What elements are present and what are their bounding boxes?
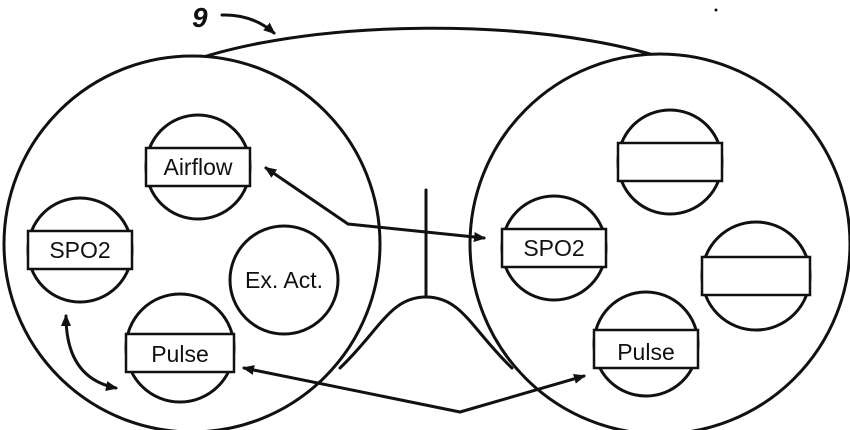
speck-mark	[715, 9, 718, 12]
sensor-pulse-right: Pulse	[594, 292, 698, 396]
sensor-spo2-left-label: SPO2	[49, 237, 110, 263]
sensor-blank-top-right	[618, 110, 722, 214]
sensor-spo2-right: SPO2	[502, 196, 606, 300]
sensor-exact-label: Ex. Act.	[245, 267, 323, 293]
sensor-spo2-right-label: SPO2	[523, 235, 584, 261]
sensor-exact: Ex. Act.	[230, 226, 338, 334]
sensor-airflow-label: Airflow	[163, 154, 232, 180]
reference-leader-arrow	[222, 15, 274, 33]
sensor-spo2-left: SPO2	[28, 198, 132, 302]
sensor-airflow: Airflow	[146, 115, 250, 219]
sensor-blank-right	[702, 222, 810, 330]
reference-numeral: 9	[192, 2, 208, 33]
sensor-pulse-left: Pulse	[126, 294, 234, 402]
sensor-pulse-left-label: Pulse	[151, 341, 209, 367]
sensor-pulse-right-label: Pulse	[617, 339, 675, 365]
